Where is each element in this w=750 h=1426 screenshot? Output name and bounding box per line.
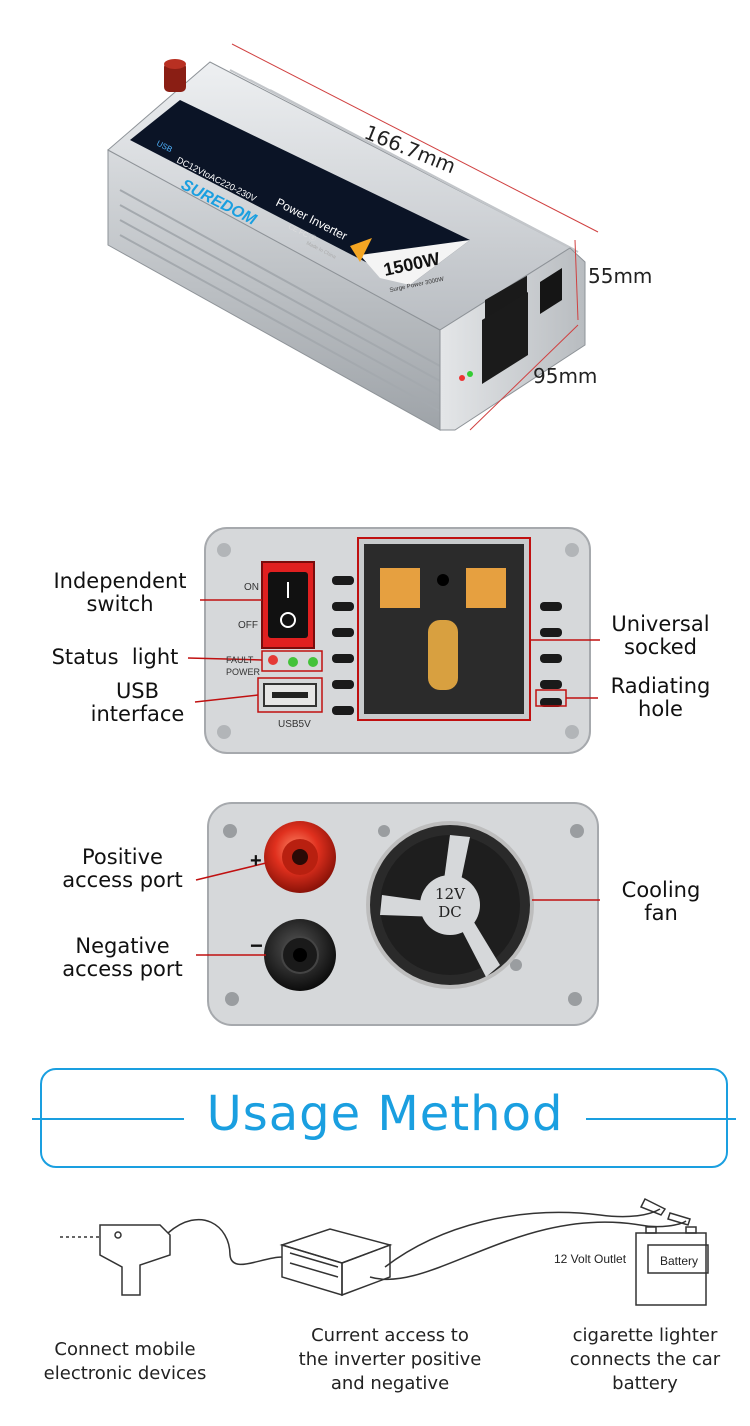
battery-label: Battery — [660, 1254, 698, 1268]
universal-socket-label: Universal socked — [611, 612, 710, 659]
negative-port-label: Negative access port — [62, 934, 183, 981]
fan-label-text: 12V DC — [435, 885, 465, 921]
outlet-label: 12 Volt Outlet — [554, 1252, 627, 1266]
switch-off-label: OFF — [238, 620, 258, 631]
fault-label: FAULT — [226, 655, 254, 665]
front-panel-section: ON OFF FAULT POWER USB5V Independent swi… — [0, 520, 750, 760]
usb-port-label: USB5V — [278, 719, 311, 730]
banner-line-left — [32, 1118, 184, 1120]
usage-illustration: 12 Volt Outlet Battery — [0, 1185, 750, 1315]
product-hero: SUREDOM Power Inverter DC12VtoAC220-230V… — [0, 0, 750, 470]
front-panel-illustration: ON OFF FAULT POWER USB5V — [187, 527, 600, 754]
usage-title: Usage Method — [206, 1086, 564, 1142]
banner-line-right — [586, 1118, 736, 1120]
caption-inverter: Current access to the inverter positive … — [298, 1325, 482, 1394]
minus-sign: − — [250, 933, 263, 958]
usage-diagram: 12 Volt Outlet Battery — [60, 1197, 709, 1306]
switch-on-label: ON — [244, 582, 259, 593]
cooling-fan-label: Cooling fan — [621, 878, 701, 925]
caption-battery: cigarette lighter connects the car batte… — [569, 1325, 721, 1394]
switch-label: Independent switch — [53, 569, 187, 616]
status-light-label: Status light — [51, 645, 179, 669]
back-panel-illustration: + − — [195, 802, 600, 1026]
usb-interface-label: USB interface — [90, 679, 185, 726]
power-led-label: POWER — [226, 667, 261, 677]
positive-port-label: Positive access port — [62, 845, 183, 892]
plus-sign: + — [250, 850, 262, 872]
back-panel-section: + − 12V DC Positive access port Negative… — [0, 795, 750, 1035]
dimension-height: 55mm — [588, 264, 653, 288]
inverter-illustration: SUREDOM Power Inverter DC12VtoAC220-230V… — [107, 43, 599, 431]
dimension-width: 95mm — [533, 364, 598, 388]
caption-devices: Connect mobile electronic devices — [43, 1339, 207, 1384]
radiating-hole-label: Radiating hole — [610, 674, 711, 721]
